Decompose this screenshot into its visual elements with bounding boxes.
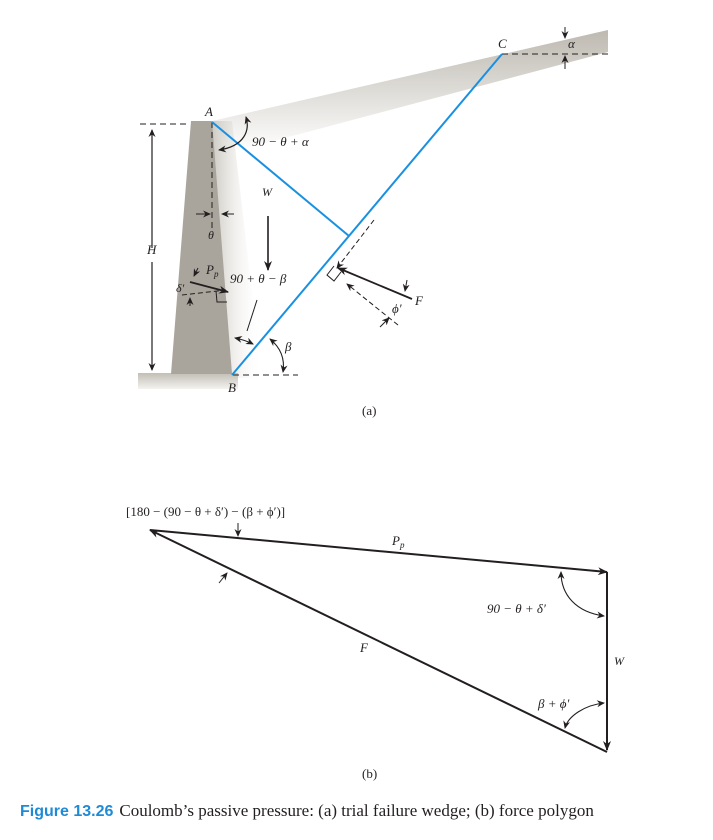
- figure-caption-text: Coulomb’s passive pressure: (a) trial fa…: [119, 801, 594, 820]
- top-angle-expression: [180 − (90 − θ + δ′) − (β + ϕ′)]: [126, 504, 285, 519]
- beta-label: β: [284, 339, 292, 354]
- alpha-label: α: [568, 36, 576, 51]
- panel-a-label: (a): [362, 403, 376, 418]
- figure-number: Figure 13.26: [20, 803, 114, 820]
- angle-arc-at-base: [234, 335, 254, 345]
- weight-label: W: [262, 185, 273, 199]
- wall-normal-dashed: [181, 289, 227, 296]
- panel-a-trial-failure-wedge: H A B C 90 − θ + α W θ Pp δ′ 90 + θ − β …: [138, 27, 608, 418]
- weight-vector-label: W: [614, 654, 625, 668]
- angle-arc-Pp-W: [557, 571, 605, 619]
- wall-base-footing: [138, 373, 238, 389]
- angle-at-base-label: 90 + θ − β: [230, 271, 287, 286]
- angle-at-A-label: 90 − θ + α: [252, 134, 310, 149]
- retaining-wall: [171, 121, 232, 374]
- angle-F-W-label: β + ϕ′: [537, 696, 569, 711]
- right-angle-marker-wall: [215, 290, 227, 303]
- passive-force-label: Pp: [205, 262, 219, 279]
- panel-b-label: (b): [362, 766, 377, 781]
- point-B-label: B: [228, 380, 236, 395]
- failure-plane-BC: [231, 53, 503, 376]
- passive-force-vector: [149, 529, 608, 576]
- figure-caption: Figure 13.26 Coulomb’s passive pressure: …: [20, 801, 594, 821]
- resultant-force-label: F: [414, 293, 424, 308]
- soil-friction-angle-label: ϕ′: [392, 301, 402, 316]
- resultant-force-arrow: [337, 267, 413, 300]
- height-label: H: [146, 242, 157, 257]
- panel-b-force-polygon: [180 − (90 − θ + δ′) − (β + ϕ′)] Pp W F …: [126, 504, 625, 781]
- angle-at-base-leader: [246, 299, 258, 332]
- angle-Pp-W-label: 90 − θ + δ′: [487, 601, 546, 616]
- angle-arc-at-A: [218, 116, 252, 153]
- angle-arc-F-W: [563, 700, 605, 729]
- point-C-label: C: [498, 36, 507, 51]
- wall-friction-angle-label: δ′: [176, 281, 185, 295]
- backfill-surface: [212, 30, 608, 152]
- right-angle-marker-BC: [326, 265, 342, 282]
- beta-arc: [269, 338, 288, 373]
- resultant-force-vector-label: F: [359, 640, 369, 655]
- passive-force-arrow: [189, 281, 229, 294]
- theta-label: θ: [208, 228, 214, 242]
- resultant-force-vector: [149, 529, 608, 753]
- point-A-label: A: [204, 104, 213, 119]
- wall-back-shadow: [210, 121, 262, 378]
- passive-force-vector-label: Pp: [391, 533, 405, 550]
- normal-dashed-to-BC: [336, 219, 375, 269]
